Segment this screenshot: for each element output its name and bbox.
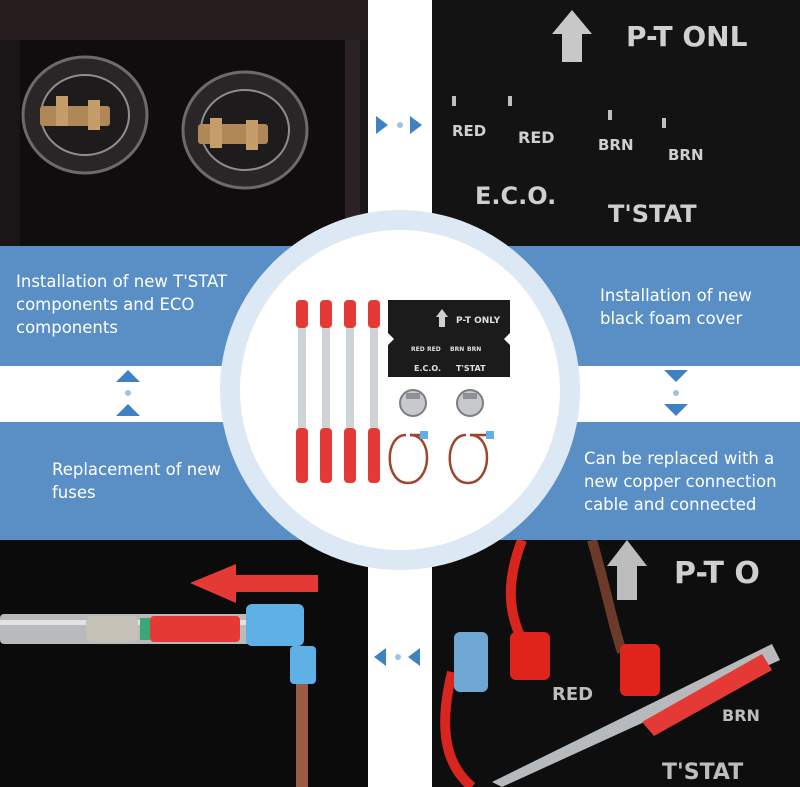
foam-cover-up-arrow-icon bbox=[436, 309, 448, 327]
kit-label-eco: E.C.O. bbox=[414, 364, 442, 373]
foam-cover bbox=[388, 300, 510, 377]
fuse-4 bbox=[368, 300, 380, 483]
kit-label-brn-1: BRN bbox=[450, 346, 465, 353]
fuse-3 bbox=[344, 300, 356, 483]
cover-label-brn-2: BRN bbox=[668, 146, 704, 164]
cover-label-red-2: RED bbox=[518, 128, 555, 147]
cover-up-arrow-photo-icon bbox=[607, 540, 647, 600]
cover-label-tstat-photo: T'STAT bbox=[608, 200, 697, 228]
photo-new-fuses bbox=[0, 422, 368, 787]
red-direction-arrow-icon bbox=[190, 564, 318, 603]
cover-label-pt-only-photo: P-T ONL bbox=[626, 20, 748, 53]
fuse-2 bbox=[320, 300, 332, 483]
kit-label-red-2: RED bbox=[427, 346, 441, 353]
cover-label-tstat-partial: T'STAT bbox=[662, 760, 744, 785]
caption-install-tstat-eco: Installation of new T'STAT components an… bbox=[16, 272, 228, 337]
copper-cable-1 bbox=[388, 433, 429, 485]
cover-up-arrow-icon bbox=[552, 10, 592, 62]
caption-copper-cable: Can be replaced with a new copper connec… bbox=[584, 449, 777, 514]
caption-install-foam-cover: Installation of new black foam cover bbox=[600, 286, 752, 328]
cover-label-brn-1: BRN bbox=[598, 136, 634, 154]
kit-label-brn-2: BRN bbox=[467, 346, 482, 353]
cover-label-pt-partial: P-T O bbox=[674, 556, 760, 591]
caption-replace-fuses: Replacement of new fuses bbox=[52, 460, 221, 502]
product-kit-image bbox=[296, 300, 510, 485]
kit-label-pt-only: P-T ONLY bbox=[456, 316, 501, 326]
arrow-right-icon bbox=[376, 116, 422, 134]
arrow-down-icon bbox=[664, 370, 688, 416]
copper-cable-2 bbox=[448, 433, 489, 485]
kit-label-red-1: RED bbox=[411, 346, 425, 353]
cover-label-eco-photo: E.C.O. bbox=[475, 182, 557, 210]
arrow-left-icon bbox=[374, 648, 420, 666]
kit-label-tstat: T'STAT bbox=[456, 364, 486, 373]
eco-thermostat bbox=[399, 389, 427, 417]
cover-label-brn-3: BRN bbox=[722, 706, 760, 725]
cover-label-red-1: RED bbox=[452, 122, 487, 140]
tstat-thermostat bbox=[456, 389, 484, 417]
cover-label-red-3: RED bbox=[552, 684, 594, 705]
fuse-1 bbox=[296, 300, 308, 483]
arrow-up-icon bbox=[116, 370, 140, 416]
